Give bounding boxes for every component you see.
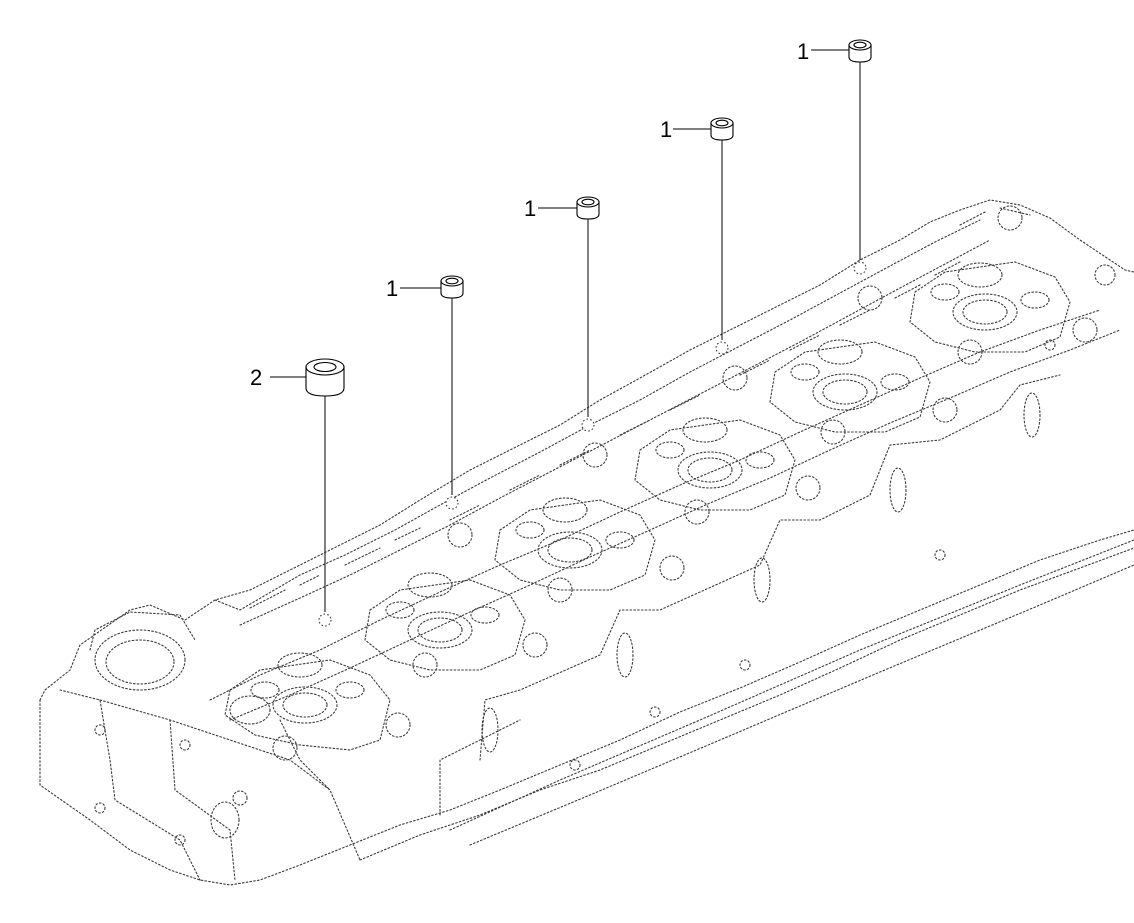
callout-group: 2 1 1 1: [250, 39, 872, 612]
callout-label-1c: 1: [660, 117, 672, 142]
cylinder-1-valve-group: [224, 652, 411, 761]
cylinder-6-valve-group: [909, 205, 1098, 365]
callout-1-seal-cap: 1: [797, 39, 872, 260]
callout-1-seal-cap: 1: [524, 196, 600, 417]
cylinder-head-drawing: [39, 199, 1134, 886]
cylinder-3-valve-group: [494, 497, 685, 603]
cylinder-4-valve-group: [634, 417, 821, 525]
callout-label-1a: 1: [386, 276, 398, 301]
callout-1-seal-cap: 1: [386, 275, 464, 495]
callout-label-1d: 1: [797, 39, 809, 64]
cylinder-2-valve-group: [364, 572, 548, 678]
cylinder-5-valve-group: [769, 339, 958, 445]
callout-label-2: 2: [250, 365, 262, 390]
callout-label-1b: 1: [524, 196, 536, 221]
callout-1-seal-cap: 1: [660, 117, 734, 340]
callout-2-large-seal: 2: [250, 358, 345, 612]
